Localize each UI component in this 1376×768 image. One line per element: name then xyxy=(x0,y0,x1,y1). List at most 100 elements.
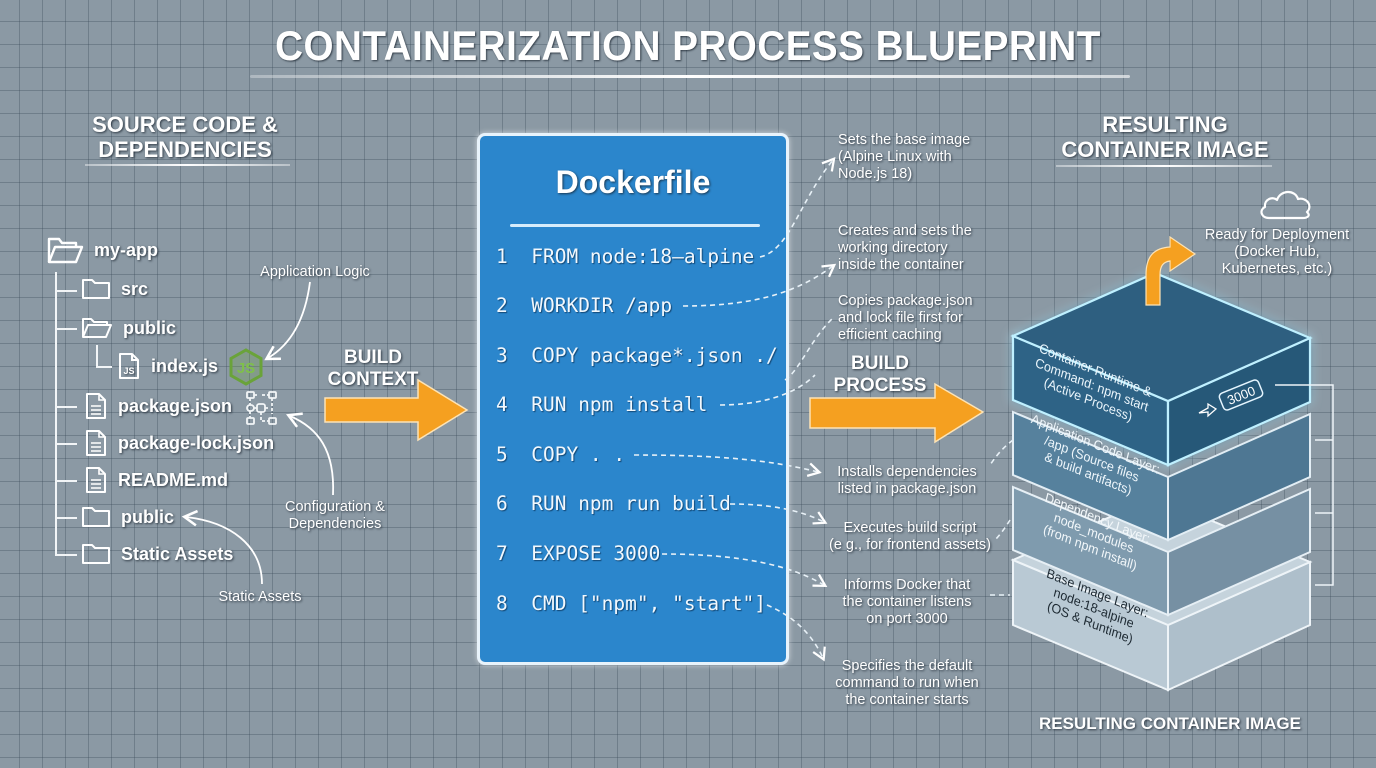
annotation-line: efficient caching xyxy=(838,327,942,343)
line-code: CMD ["npm", "start"] xyxy=(531,592,767,615)
annotation-copy-package: Copies package.json and lock file first … xyxy=(838,293,973,344)
callout-config-line1: Configuration & xyxy=(285,499,385,515)
annotation-line: the container starts xyxy=(845,692,969,708)
dockerfile-line-3[interactable]: 3 COPY package*.json ./ xyxy=(496,344,778,367)
tree-item-public[interactable]: public xyxy=(81,316,176,340)
connector-line-4 xyxy=(719,374,816,406)
deploy-line2: (Docker Hub, xyxy=(1234,244,1320,260)
connector-line-2 xyxy=(682,263,837,307)
tree-item-static-assets[interactable]: Static Assets xyxy=(81,542,233,566)
line-number: 7 xyxy=(496,542,508,565)
annotation-line: (e g., for frontend assets) xyxy=(829,537,991,553)
annotation-line: Node.js 18) xyxy=(838,166,913,182)
line-number: 8 xyxy=(496,592,508,615)
annotation-expose: Informs Docker that the container listen… xyxy=(822,577,992,628)
file-icon xyxy=(86,430,106,456)
line-number: 5 xyxy=(496,443,508,466)
tree-item-readme[interactable]: README.md xyxy=(84,466,228,494)
deploy-arrow xyxy=(1145,235,1197,306)
folder-open-icon xyxy=(82,318,112,338)
connector-layer-app xyxy=(989,439,1014,466)
tree-branch-line xyxy=(55,328,77,330)
annotation-line: Specifies the default xyxy=(841,658,973,674)
folder-icon xyxy=(82,507,110,527)
title-underline xyxy=(250,75,1130,78)
dependency-graph-icon xyxy=(244,390,282,426)
dockerfile-title: Dockerfile xyxy=(555,164,711,200)
layer-runtime xyxy=(1010,271,1313,467)
dockerfile-line-4[interactable]: 4 RUN npm install xyxy=(496,393,707,416)
line-number: 1 xyxy=(496,245,508,268)
tree-item-label: package.json xyxy=(118,395,233,416)
dockerfile-line-2[interactable]: 2 WORKDIR /app xyxy=(496,294,672,317)
tree-item-label: Static Assets xyxy=(121,543,234,564)
layer-app-code xyxy=(1012,410,1311,542)
annotation-line: Executes build script xyxy=(843,520,977,536)
connector-line-5 xyxy=(633,454,822,477)
tree-item-my-app[interactable]: my-app xyxy=(46,235,158,265)
tree-sub-trunk-line xyxy=(96,345,98,367)
callout-arrow-app-logic xyxy=(264,281,311,361)
layer-dependency xyxy=(1012,485,1311,617)
build-process-arrow xyxy=(809,382,985,444)
annotation-line: the container listens xyxy=(842,594,972,610)
annotation-line: Installs dependencies xyxy=(837,464,977,480)
dockerfile-line-5[interactable]: 5 COPY . . xyxy=(496,443,625,466)
source-title-line2: DEPENDENCIES xyxy=(98,137,272,162)
annotation-cmd: Specifies the default command to run whe… xyxy=(822,658,992,709)
annotation-line: Creates and sets the xyxy=(838,223,972,239)
callout-config-line2: Dependencies xyxy=(288,516,382,532)
js-file-icon: JS xyxy=(119,353,139,379)
callout-configuration: Configuration & Dependencies xyxy=(265,499,405,533)
tree-item-public-2[interactable]: public xyxy=(81,505,174,529)
dockerfile-divider xyxy=(510,224,760,227)
annotation-line: and lock file first for xyxy=(838,310,963,326)
annotation-build: Executes build script (e g., for fronten… xyxy=(812,520,1008,554)
deployment-label: Ready for Deployment (Docker Hub, Kubern… xyxy=(1192,227,1362,278)
tree-branch-line xyxy=(55,480,77,482)
port-bracket-line xyxy=(1275,384,1334,586)
tree-item-index-js[interactable]: JS index.js xyxy=(117,352,218,380)
tree-branch-line xyxy=(96,366,112,368)
callout-arrow-config xyxy=(286,412,334,496)
tree-item-label: src xyxy=(121,278,149,299)
annotation-line: Copies package.json xyxy=(838,293,973,309)
annotation-workdir: Creates and sets the working directory i… xyxy=(838,223,972,274)
tree-item-label: README.md xyxy=(118,469,229,490)
tree-item-package-lock-json[interactable]: package-lock.json xyxy=(84,429,274,457)
line-number: 2 xyxy=(496,294,508,317)
source-section-title: SOURCE CODE & DEPENDENCIES xyxy=(70,112,300,162)
annotation-line: inside the container xyxy=(838,257,964,273)
tree-branch-line xyxy=(55,290,77,292)
build-process-line1: BUILD xyxy=(850,353,910,374)
annotation-line: on port 3000 xyxy=(866,611,948,627)
line-code: RUN npm run build xyxy=(531,492,731,515)
tree-item-package-json[interactable]: package.json xyxy=(84,392,232,420)
dockerfile-line-8[interactable]: 8 CMD ["npm", "start"] xyxy=(496,592,766,615)
build-context-line2: CONTEXT xyxy=(327,369,419,390)
line-code: COPY . . xyxy=(531,443,626,466)
annotation-line: working directory xyxy=(838,240,948,256)
file-icon xyxy=(86,393,106,419)
result-title-line2: CONTAINER IMAGE xyxy=(1061,137,1269,162)
result-footer-label: RESULTING CONTAINER IMAGE xyxy=(1039,714,1301,733)
tree-item-label: package-lock.json xyxy=(118,432,275,453)
dockerfile-line-6[interactable]: 6 RUN npm run build xyxy=(496,492,731,515)
annotation-line: command to run when xyxy=(835,675,979,691)
tree-item-label: index.js xyxy=(151,355,219,376)
connector-line-1 xyxy=(759,157,836,258)
result-section-title: RESULTING CONTAINER IMAGE xyxy=(1050,112,1280,162)
svg-text:JS: JS xyxy=(123,366,134,376)
line-code: WORKDIR /app xyxy=(531,294,673,317)
tree-item-label: my-app xyxy=(94,239,159,260)
line-number: 4 xyxy=(496,393,508,416)
dockerfile-line-7[interactable]: 7 EXPOSE 3000 xyxy=(496,542,660,565)
folder-open-icon xyxy=(47,237,84,264)
tree-branch-line xyxy=(55,554,77,556)
connector-line-8 xyxy=(766,604,826,662)
dockerfile-line-1[interactable]: 1 FROM node:18–alpine xyxy=(496,245,754,268)
tree-item-src[interactable]: src xyxy=(81,277,148,301)
tree-branch-line xyxy=(55,443,77,445)
folder-icon xyxy=(82,544,110,564)
